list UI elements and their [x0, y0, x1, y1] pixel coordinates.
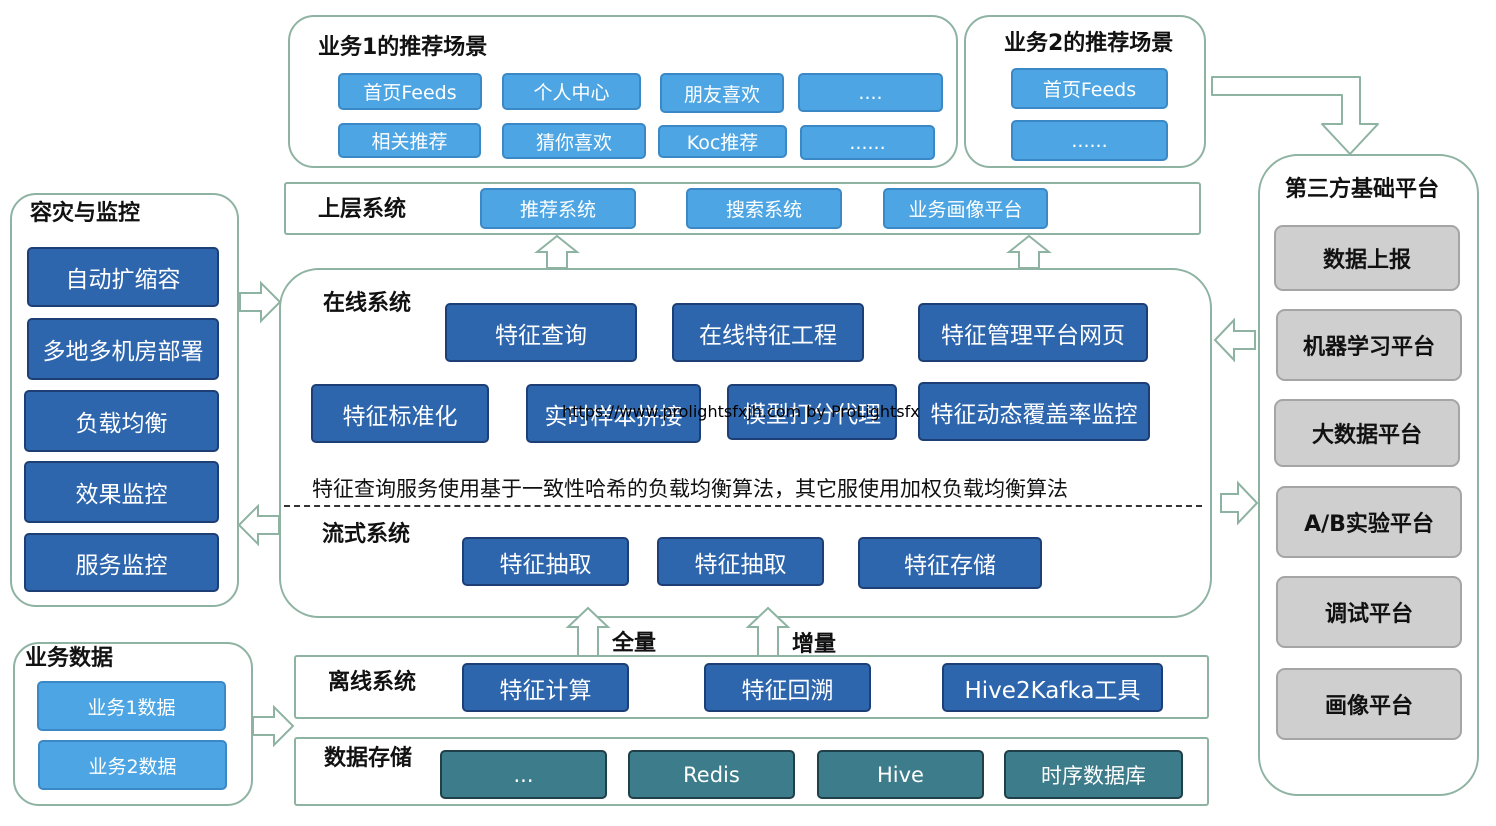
online-item-coverage-monitor: 特征动态覆盖率监控: [918, 382, 1150, 441]
arrow-right-online-to-third-icon: [1220, 480, 1259, 526]
third-item-ab-platform: A/B实验平台: [1276, 486, 1462, 558]
biz2-item-more: ......: [1011, 120, 1168, 161]
biz1-scenarios-title: 业务1的推荐场景: [318, 35, 488, 60]
arrow-label-incremental: 增量: [792, 632, 837, 657]
disaster-monitor-title: 容灾与监控: [30, 201, 141, 226]
stream-system-title: 流式系统: [322, 522, 411, 547]
offline-item-backfill: 特征回溯: [704, 663, 871, 712]
biz1-item-more-1: ....: [798, 73, 943, 112]
upper-item-profile-platform: 业务画像平台: [883, 188, 1048, 229]
online-item-model-proxy: 模型打分代理: [727, 384, 897, 440]
online-item-feature-normalize: 特征标准化: [311, 384, 489, 443]
storage-item-tsdb: 时序数据库: [1004, 750, 1183, 799]
online-item-feature-engineering: 在线特征工程: [672, 303, 864, 362]
data-storage-title: 数据存储: [324, 746, 413, 771]
disaster-item-effect-monitor: 效果监控: [24, 461, 219, 523]
third-party-title: 第三方基础平台: [1285, 177, 1440, 202]
stream-item-extract-1: 特征抽取: [462, 537, 629, 586]
arrow-left-third-to-online-icon: [1213, 317, 1256, 363]
biz1-item-koc-rec: Koc推荐: [658, 125, 787, 158]
arrow-right-disaster-to-online-icon: [239, 280, 282, 324]
upper-item-search: 搜索系统: [686, 188, 842, 229]
arrow-elbow-biz2-to-third-icon: [1211, 76, 1379, 155]
arrow-up-online-to-upper-right-icon: [1006, 234, 1052, 269]
online-item-realtime-sample: 实时样本拼接: [526, 384, 701, 443]
biz1-item-friends-like: 朋友喜欢: [660, 73, 784, 113]
third-item-debug-platform: 调试平台: [1276, 576, 1462, 648]
upper-system-title: 上层系统: [318, 197, 407, 222]
offline-item-compute: 特征计算: [462, 663, 629, 712]
offline-system-title: 离线系统: [328, 670, 417, 695]
stream-item-storage: 特征存储: [858, 537, 1042, 589]
biz1-item-related-rec: 相关推荐: [338, 123, 481, 158]
arrow-up-incremental-icon: [745, 606, 791, 657]
arrow-left-online-to-disaster-icon: [237, 503, 280, 547]
biz2-item-home-feeds: 首页Feeds: [1011, 68, 1168, 109]
arrow-right-bizdata-to-offline-icon: [252, 704, 295, 748]
offline-item-hive2kafka: Hive2Kafka工具: [942, 663, 1163, 712]
online-item-feature-query: 特征查询: [445, 303, 637, 362]
disaster-item-load-balance: 负载均衡: [24, 390, 219, 452]
disaster-item-service-monitor: 服务监控: [24, 533, 219, 592]
biz-data-item-1: 业务1数据: [37, 681, 226, 731]
online-lb-note: 特征查询服务使用基于一致性哈希的负载均衡算法，其它服使用加权负载均衡算法: [312, 477, 1068, 501]
storage-item-redis: Redis: [628, 750, 795, 799]
storage-item-more: ...: [440, 750, 607, 799]
disaster-item-autoscale: 自动扩缩容: [27, 247, 219, 307]
biz-data-title: 业务数据: [25, 646, 114, 671]
arrow-up-full-icon: [565, 606, 611, 657]
biz1-item-guess-you-like: 猜你喜欢: [502, 123, 646, 159]
biz1-item-more-2: ......: [800, 125, 935, 160]
stream-item-extract-2: 特征抽取: [657, 537, 824, 586]
biz-data-item-2: 业务2数据: [38, 740, 227, 790]
watermark-text: https://www.prolightsfxjh.com by ProLigh…: [562, 402, 920, 421]
third-item-bigdata-platform: 大数据平台: [1274, 399, 1460, 467]
online-stream-divider: [284, 505, 1202, 507]
online-item-feature-mgmt-web: 特征管理平台网页: [918, 303, 1148, 362]
biz1-item-home-feeds: 首页Feeds: [338, 73, 482, 110]
third-item-ml-platform: 机器学习平台: [1276, 309, 1462, 381]
online-system-title: 在线系统: [323, 291, 412, 316]
arrow-label-full: 全量: [612, 631, 657, 656]
biz1-item-personal-center: 个人中心: [502, 73, 641, 110]
arrow-up-online-to-upper-left-icon: [534, 234, 580, 269]
disaster-item-multi-dc: 多地多机房部署: [27, 318, 219, 380]
third-item-profile-platform: 画像平台: [1276, 668, 1462, 740]
storage-item-hive: Hive: [817, 750, 984, 799]
upper-item-recommend: 推荐系统: [480, 188, 636, 229]
third-item-data-report: 数据上报: [1274, 225, 1460, 291]
biz2-scenarios-title: 业务2的推荐场景: [1004, 31, 1174, 56]
